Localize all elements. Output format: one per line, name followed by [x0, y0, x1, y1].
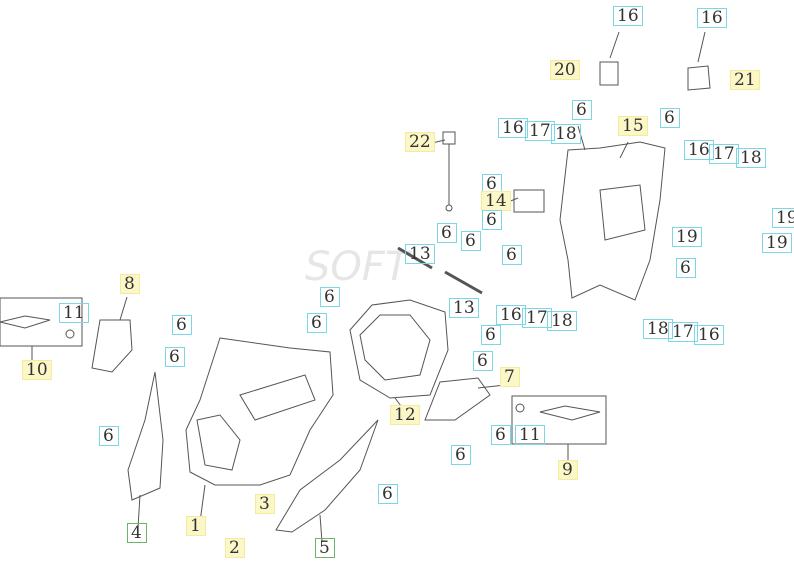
callout-label-6: 6 [473, 351, 493, 371]
callout-label-6: 6 [378, 484, 398, 504]
callout-label-6: 6 [502, 245, 522, 265]
callout-label-19: 19 [672, 227, 702, 247]
bracket-21-part [687, 65, 711, 91]
callout-label-6: 6 [491, 425, 511, 445]
callout-label-20: 20 [550, 60, 580, 80]
callout-label-19: 19 [772, 208, 794, 228]
front-fairing-1-part [185, 337, 334, 486]
callout-label-14: 14 [481, 191, 511, 211]
callout-label-12: 12 [390, 405, 420, 425]
callout-label-6: 6 [676, 258, 696, 278]
callout-label-16: 16 [496, 305, 526, 325]
callout-label-6: 6 [572, 100, 592, 120]
bracket-20-part [599, 61, 619, 86]
callout-label-17: 17 [525, 121, 555, 141]
callout-label-1: 1 [186, 516, 206, 536]
callout-label-6: 6 [172, 315, 192, 335]
callout-label-13: 13 [449, 298, 479, 318]
callout-label-4: 4 [127, 523, 147, 543]
side-panel-4-part [127, 371, 164, 501]
callout-label-19: 19 [762, 233, 792, 253]
callout-label-16: 16 [684, 140, 714, 160]
callout-label-6: 6 [451, 445, 471, 465]
callout-label-6: 6 [481, 325, 501, 345]
callout-label-17: 17 [709, 144, 739, 164]
callout-label-6: 6 [165, 347, 185, 367]
bracket-7-part [424, 377, 491, 421]
callout-label-17: 17 [522, 308, 552, 328]
callout-label-9: 9 [558, 460, 578, 480]
callout-label-3: 3 [255, 494, 275, 514]
callout-label-8: 8 [120, 274, 140, 294]
callout-label-6: 6 [660, 108, 680, 128]
side-panel-5-part [275, 419, 379, 533]
headlight-12-part [349, 299, 449, 399]
callout-label-6: 6 [461, 231, 481, 251]
callout-label-16: 16 [697, 8, 727, 28]
callout-label-22: 22 [405, 132, 435, 152]
callout-label-16: 16 [613, 6, 643, 26]
headlight-bracket-part [559, 141, 666, 301]
callout-label-10: 10 [22, 360, 52, 380]
callout-label-18: 18 [643, 319, 673, 339]
bracket-8-part [91, 319, 133, 373]
watermark: SOFT [305, 244, 413, 290]
callout-label-6: 6 [482, 210, 502, 230]
callout-label-18: 18 [547, 311, 577, 331]
callout-label-17: 17 [668, 322, 698, 342]
turn-signal-9-box [511, 395, 607, 445]
callout-label-2: 2 [225, 538, 245, 558]
callout-label-6: 6 [437, 223, 457, 243]
callout-label-6: 6 [307, 313, 327, 333]
callout-label-16: 16 [694, 325, 724, 345]
cap-22-part [442, 131, 456, 145]
callout-label-11: 11 [59, 303, 89, 323]
callout-label-21: 21 [730, 70, 760, 90]
callout-label-5: 5 [315, 538, 335, 558]
callout-label-6: 6 [99, 426, 119, 446]
callout-label-16: 16 [498, 118, 528, 138]
callout-label-18: 18 [551, 124, 581, 144]
callout-label-18: 18 [736, 148, 766, 168]
module-14-part [513, 189, 545, 213]
callout-label-11: 11 [515, 425, 545, 445]
callout-label-15: 15 [618, 116, 648, 136]
callout-label-6: 6 [320, 287, 340, 307]
callout-label-7: 7 [500, 367, 520, 387]
callout-label-13: 13 [405, 244, 435, 264]
